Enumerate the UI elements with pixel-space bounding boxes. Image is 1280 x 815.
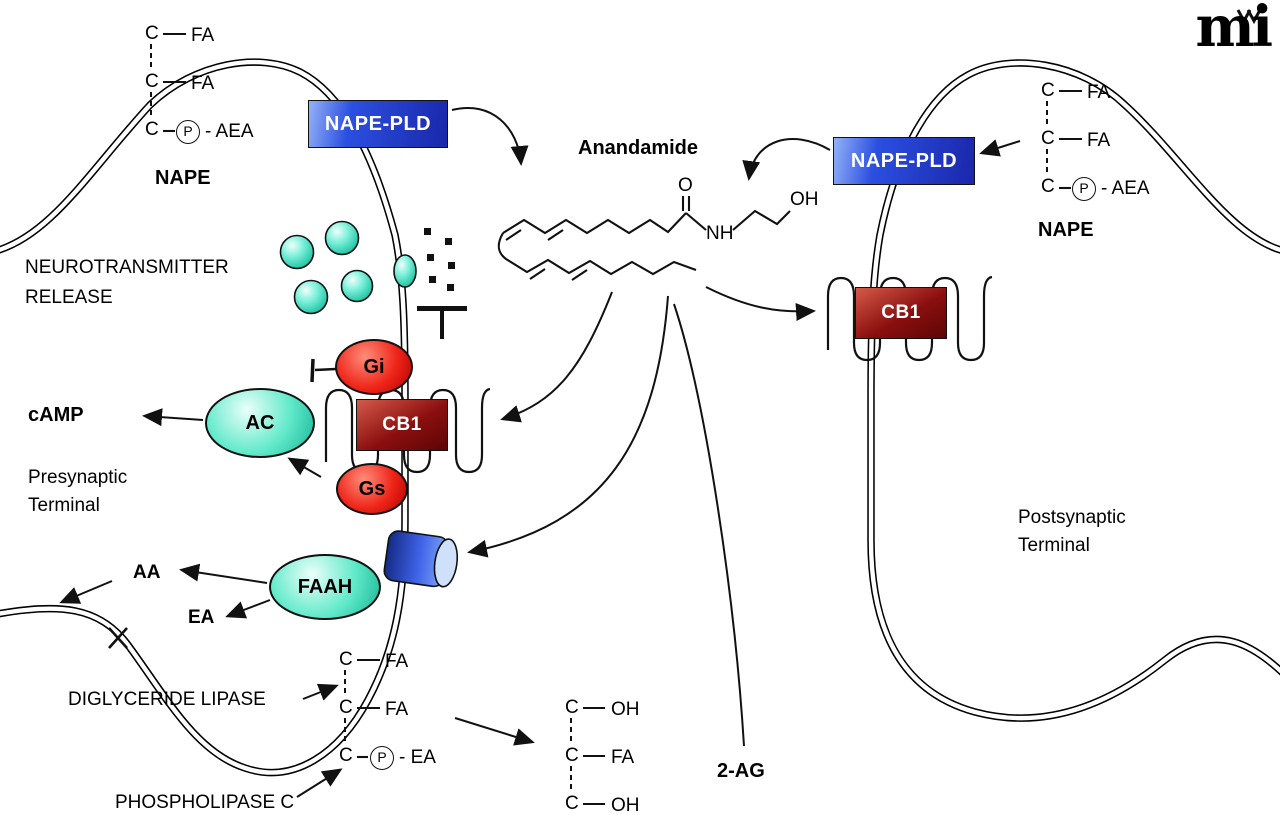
diglyceride-lipase-label: DIGLYCERIDE LIPASE [68, 689, 266, 710]
arrow-dgl-to-structure [302, 683, 339, 701]
nape-right-phosphate: P [1072, 177, 1096, 201]
ea-label: EA [188, 607, 215, 628]
anandamide-o: O [678, 175, 693, 196]
neurotransmitter-release-line1: NEUROTRANSMITTER [25, 257, 229, 278]
postsynaptic-terminal-line2: Terminal [1018, 535, 1090, 556]
dag-phosphate: P [370, 746, 394, 770]
cb1-right-receptor-loops [826, 275, 993, 362]
presynaptic-membrane [0, 58, 409, 777]
gs-label: Gs [358, 477, 386, 500]
gs-protein: Gs [336, 463, 408, 515]
arrow-dag-to-glycerol [454, 717, 535, 746]
dag-c1: C [339, 649, 353, 670]
nape-left-bonds [150, 32, 186, 133]
nape-right-label: NAPE [1038, 219, 1094, 241]
glycerol-c1: C [565, 697, 579, 718]
nape-right-c3: C [1041, 176, 1055, 197]
journal-logo: mi [1195, 0, 1273, 60]
glycerol-fa: FA [611, 747, 635, 768]
anandamide-transporter [383, 530, 459, 588]
dag-c2: C [339, 697, 353, 718]
arrow-anandamide-to-cb1-right [705, 286, 816, 321]
arrow-faah-to-aa [179, 563, 268, 584]
glycerol-c2: C [565, 745, 579, 766]
dag-fa2: FA [385, 699, 409, 720]
cb1-left-label: CB1 [382, 414, 422, 435]
aa-label: AA [133, 562, 161, 583]
arrow-napepld-left-to-anandamide [451, 107, 529, 166]
arrow-plc-to-structure [296, 768, 343, 798]
nape-left-fa1: FA [191, 25, 215, 46]
nape-pld-right-box: NAPE-PLD [833, 137, 975, 185]
nape-right-fa1: FA [1087, 82, 1111, 103]
arrow-anandamide-to-transporter [467, 295, 669, 558]
glycerol-structure-bonds [570, 706, 605, 806]
dag-c3: C [339, 745, 353, 766]
nape-right-c2: C [1041, 128, 1055, 149]
glycerol-oh1: OH [611, 699, 640, 720]
anandamide-label: Anandamide [578, 137, 699, 159]
logo-check-mark [1236, 9, 1262, 25]
cb1-right-label: CB1 [881, 302, 921, 323]
gi-inhibits-ac-tbar [310, 358, 337, 383]
anandamide-nh: NH [706, 223, 734, 244]
release-inhibition-tbar [417, 306, 467, 339]
arrow-anandamide-to-cb1-left [500, 291, 613, 423]
dag-structure-bonds [344, 658, 380, 759]
nape-left-c1: C [145, 23, 159, 44]
nape-left-phosphate: P [176, 120, 200, 144]
ac-label: AC [245, 411, 275, 434]
glycerol-c3: C [565, 793, 579, 814]
arrow-faah-to-ea [225, 599, 271, 619]
presynaptic-terminal-line2: Terminal [28, 495, 100, 516]
membrane-block-x-mark [108, 627, 128, 649]
faah-label: FAAH [297, 575, 353, 598]
arrow-nape-to-napepld-right [979, 139, 1021, 157]
cb1-left-receptor: CB1 [356, 399, 448, 451]
arrow-ac-to-camp [142, 408, 204, 427]
dag-fa1: FA [385, 651, 409, 672]
nape-right-c1: C [1041, 80, 1055, 101]
nape-right-fa2: FA [1087, 130, 1111, 151]
phospholipase-c-label: PHOSPHOLIPASE C [115, 792, 295, 813]
camp-label: cAMP [28, 404, 84, 426]
faah-enzyme: FAAH [269, 554, 381, 620]
arrow-napepld-right-to-anandamide [742, 138, 831, 181]
synaptic-vesicles [279, 220, 417, 315]
nape-pld-right-label: NAPE-PLD [850, 149, 958, 172]
nape-left-aea: - AEA [205, 121, 254, 142]
arrow-aa-to-membrane [59, 580, 113, 604]
nape-pld-left-label: NAPE-PLD [324, 112, 432, 135]
nape-right-bonds [1046, 89, 1082, 190]
glycerol-oh2: OH [611, 795, 640, 815]
anandamide-oh: OH [790, 189, 819, 210]
nape-left-c3: C [145, 119, 159, 140]
postsynaptic-terminal-line1: Postsynaptic [1018, 507, 1126, 528]
nape-right-aea: - AEA [1101, 178, 1150, 199]
nape-left-fa2: FA [191, 73, 215, 94]
gi-label: Gi [363, 355, 385, 378]
nape-left-label: NAPE [155, 167, 211, 189]
neurotransmitter-particles [424, 228, 455, 291]
neurotransmitter-release-line2: RELEASE [25, 287, 113, 308]
cb1-left-receptor-loops [324, 387, 491, 474]
nape-pld-left-box: NAPE-PLD [308, 100, 448, 148]
line-2ag-to-receptors [673, 303, 745, 747]
cb1-right-receptor: CB1 [855, 287, 947, 339]
dag-ea: - EA [399, 747, 436, 768]
gi-protein: Gi [335, 339, 413, 395]
adenylyl-cyclase: AC [205, 388, 315, 458]
nape-left-c2: C [145, 71, 159, 92]
two-ag-label: 2-AG [717, 760, 765, 782]
anandamide-structure [497, 196, 791, 281]
presynaptic-terminal-line1: Presynaptic [28, 467, 128, 488]
arrow-gs-to-ac [287, 457, 322, 478]
